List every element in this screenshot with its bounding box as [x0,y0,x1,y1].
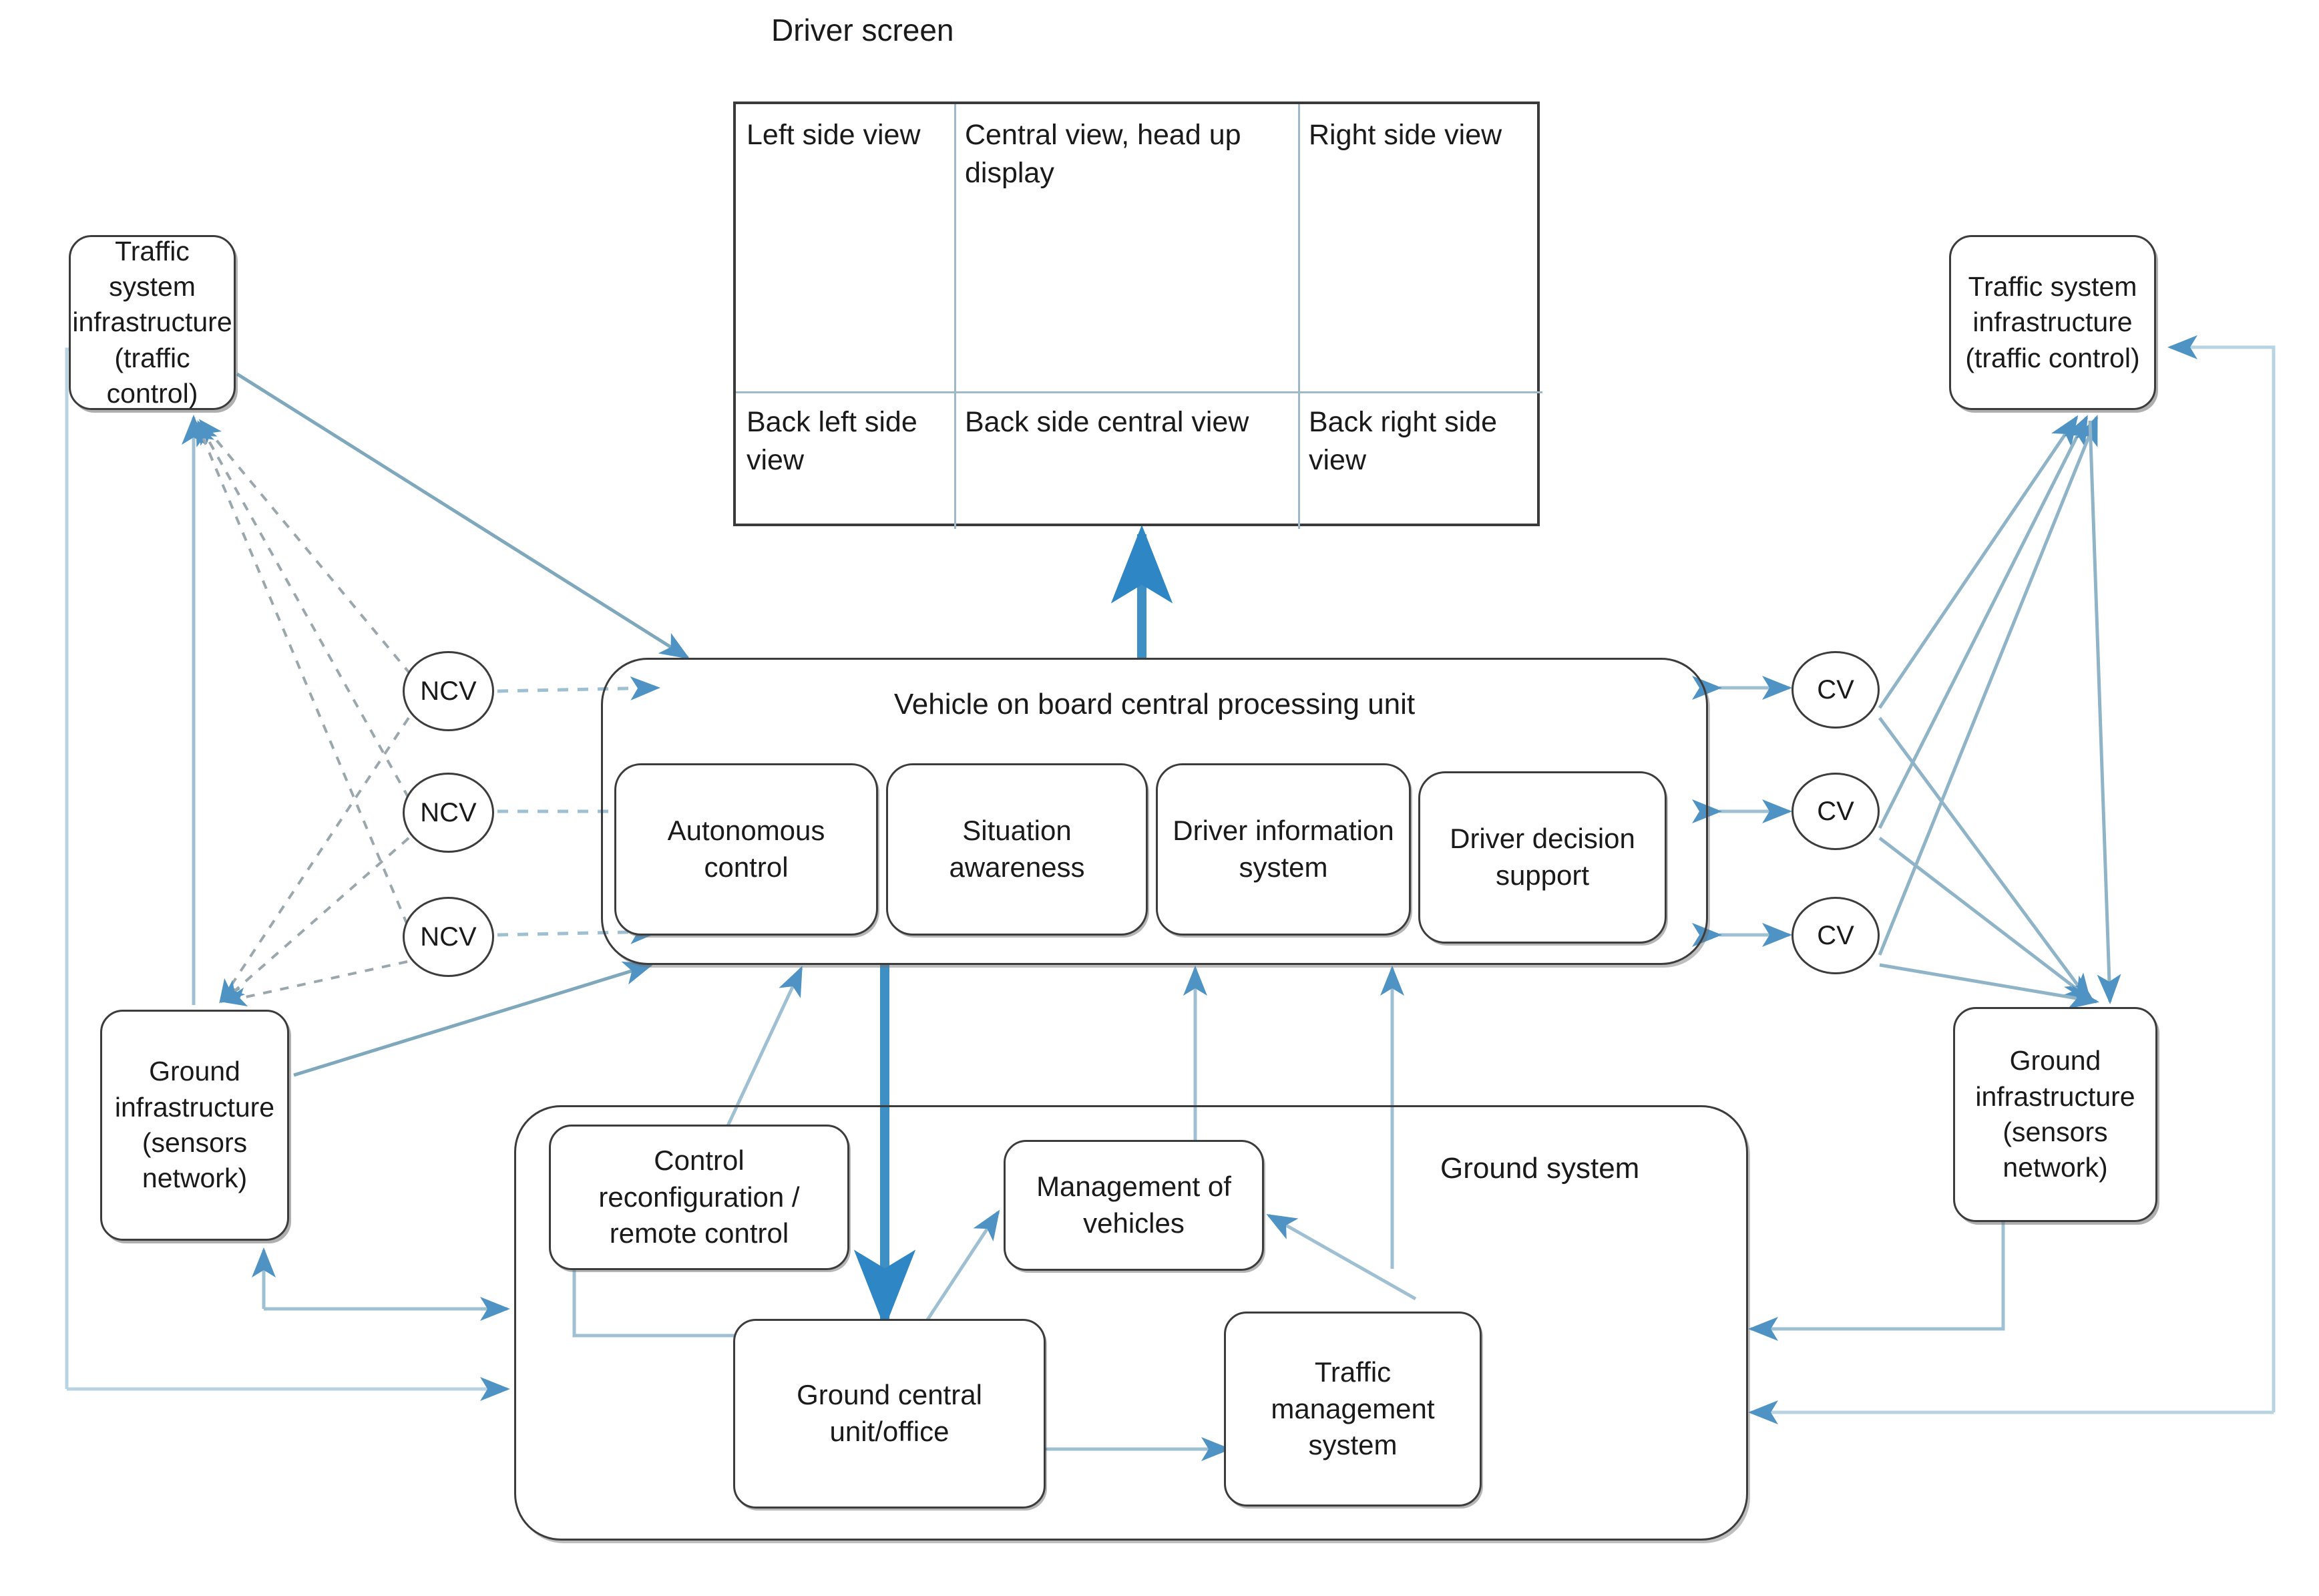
cv-node-1[interactable]: CV [1791,651,1880,729]
screen-divider-v2 [1298,104,1300,529]
screen-divider-h1 [736,391,1542,393]
vehicle-cpu-title: Vehicle on board central processing unit [893,688,1416,721]
left-traffic-system-infrastructure[interactable]: Traffic system infrastructure (traffic c… [69,235,236,410]
ncv-node-3[interactable]: NCV [403,897,494,977]
ground-system-container [514,1105,1748,1541]
screen-cell-back-right-side-view: Back right side view [1309,406,1498,476]
cv-node-3[interactable]: CV [1791,897,1880,974]
module-management-of-vehicles[interactable]: Management of vehicles [1004,1140,1264,1271]
cv-node-2[interactable]: CV [1791,773,1880,850]
module-ground-central-unit[interactable]: Ground central unit/office [733,1319,1046,1509]
module-traffic-management-system[interactable]: Traffic management system [1224,1312,1482,1507]
ncv-node-2[interactable]: NCV [403,773,494,853]
right-ground-infrastructure[interactable]: Ground infrastructure (sensors network) [1953,1007,2157,1222]
module-control-reconfiguration[interactable]: Control reconfiguration / remote control [549,1125,849,1270]
right-traffic-system-infrastructure[interactable]: Traffic system infrastructure (traffic c… [1949,235,2156,410]
module-driver-decision-support[interactable]: Driver decision support [1418,771,1667,944]
module-autonomous-control[interactable]: Autonomous control [614,763,878,936]
vehicle-cpu-container [601,658,1708,965]
screen-cell-right-side-view: Right side view [1309,119,1502,151]
left-ground-infrastructure[interactable]: Ground infrastructure (sensors network) [100,1010,289,1241]
screen-cell-left-side-view: Left side view [747,119,921,151]
screen-divider-v1 [954,104,956,529]
ground-system-title: Ground system [1440,1152,1640,1185]
ncv-node-1[interactable]: NCV [403,651,494,731]
module-driver-information-system[interactable]: Driver information system [1156,763,1411,936]
module-situation-awareness[interactable]: Situation awareness [886,763,1148,936]
screen-cell-back-left-side-view: Back left side view [747,406,917,476]
screen-cell-central-view: Central view, head up display [965,119,1241,189]
driver-screen-title: Driver screen [771,13,954,47]
screen-cell-back-side-central-view: Back side central view [965,406,1249,438]
driver-screen: Left side view Central view, head up dis… [733,102,1542,529]
